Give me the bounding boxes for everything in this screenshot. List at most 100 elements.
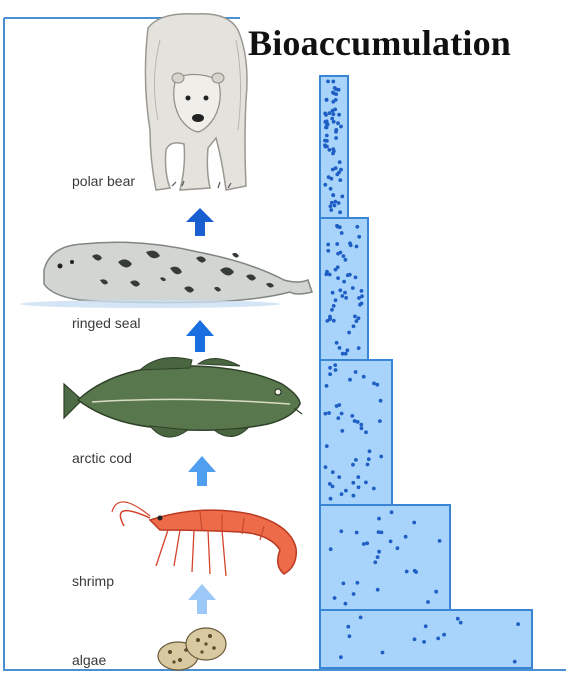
toxin-dot: [328, 315, 332, 319]
toxin-dot: [372, 382, 376, 386]
toxin-dot: [362, 375, 366, 379]
toxin-dot: [342, 280, 346, 284]
toxin-dot: [332, 112, 336, 116]
toxin-dot: [376, 588, 380, 592]
toxin-dot: [368, 449, 372, 453]
toxin-dot: [346, 625, 350, 629]
toxin-dot: [355, 531, 359, 535]
toxin-dot: [349, 243, 353, 247]
toxin-dot: [340, 231, 344, 235]
toxin-dot: [325, 98, 329, 102]
arctic-cod-image: [64, 358, 302, 438]
toxin-dot: [334, 128, 338, 132]
toxin-dot: [337, 171, 341, 175]
label-arctic-cod: arctic cod: [72, 450, 132, 466]
toxin-dot: [331, 152, 335, 156]
toxin-dot: [340, 492, 344, 496]
toxin-dot: [331, 485, 335, 489]
toxin-dot: [329, 208, 333, 212]
toxin-dot: [413, 569, 417, 573]
toxin-dot: [328, 372, 332, 376]
toxin-dot: [343, 291, 347, 295]
toxin-dot: [338, 288, 342, 292]
toxin-dot: [329, 497, 333, 501]
label-algae: algae: [72, 652, 106, 668]
toxin-dot: [329, 547, 333, 551]
diagram-title: Bioaccumulation: [248, 22, 511, 64]
toxin-dot: [389, 540, 393, 544]
concentration-column: [320, 76, 532, 668]
toxin-dot: [424, 624, 428, 628]
toxin-dot: [328, 111, 332, 115]
toxin-dot: [413, 637, 417, 641]
label-shrimp: shrimp: [72, 573, 114, 589]
toxin-dot: [330, 117, 334, 121]
toxin-dot: [422, 640, 426, 644]
toxin-dot: [364, 430, 368, 434]
toxin-dot: [516, 622, 520, 626]
toxin-dot: [338, 160, 342, 164]
toxin-dot: [366, 463, 370, 467]
arrow-up-3: [188, 456, 216, 486]
toxin-dot: [324, 465, 328, 469]
toxin-dot: [378, 419, 382, 423]
toxin-dot: [355, 245, 359, 249]
toxin-dot: [357, 296, 361, 300]
toxin-dot: [331, 80, 335, 84]
arrow-up-4: [188, 584, 216, 614]
algae-image: [158, 628, 226, 670]
toxin-dot: [330, 201, 334, 205]
toxin-dot: [335, 341, 339, 345]
toxin-dot: [332, 304, 336, 308]
toxin-dot: [375, 383, 379, 387]
toxin-dot: [357, 346, 361, 350]
block-algae-level: [320, 610, 532, 668]
toxin-dot: [334, 92, 338, 96]
toxin-dot: [331, 168, 335, 172]
toxin-dot: [376, 555, 380, 559]
toxin-dot: [326, 80, 330, 84]
toxin-dot: [340, 429, 344, 433]
toxin-dot: [323, 139, 327, 143]
toxin-dot: [379, 455, 383, 459]
toxin-dot: [328, 273, 332, 277]
arrow-up-2: [186, 320, 214, 352]
toxin-dot: [340, 195, 344, 199]
toxin-dot: [360, 426, 364, 430]
toxin-dot: [354, 276, 358, 280]
toxin-dot: [405, 570, 409, 574]
toxin-dot: [341, 352, 345, 356]
toxin-dot: [364, 481, 368, 485]
toxin-dot: [347, 331, 351, 335]
toxin-dot: [390, 510, 394, 514]
toxin-dot: [334, 98, 338, 102]
toxin-dot: [331, 109, 335, 113]
toxin-dot: [356, 475, 360, 479]
toxin-dot: [340, 294, 344, 298]
toxin-dot: [335, 404, 339, 408]
toxin-dot: [355, 319, 359, 323]
toxin-dot: [352, 324, 356, 328]
toxin-dot: [324, 412, 328, 416]
toxin-dot: [344, 296, 348, 300]
toxin-dot: [326, 249, 330, 253]
toxin-dot: [344, 489, 348, 493]
toxin-dot: [336, 276, 340, 280]
toxin-dot: [344, 258, 348, 262]
toxin-dot: [328, 148, 332, 152]
toxin-dot: [331, 193, 335, 197]
toxin-dot: [359, 423, 363, 427]
toxin-dot: [373, 560, 377, 564]
toxin-dot: [340, 412, 344, 416]
label-ringed-seal: ringed seal: [72, 315, 141, 331]
toxin-dot: [351, 286, 355, 290]
toxin-dot: [438, 539, 442, 543]
toxin-dot: [344, 602, 348, 606]
toxin-dot: [338, 346, 342, 350]
shrimp-image: [112, 502, 296, 576]
toxin-dot: [333, 200, 337, 204]
toxin-dot: [333, 596, 337, 600]
toxin-dot: [324, 145, 328, 149]
toxin-dot: [348, 378, 352, 382]
toxin-dot: [434, 590, 438, 594]
